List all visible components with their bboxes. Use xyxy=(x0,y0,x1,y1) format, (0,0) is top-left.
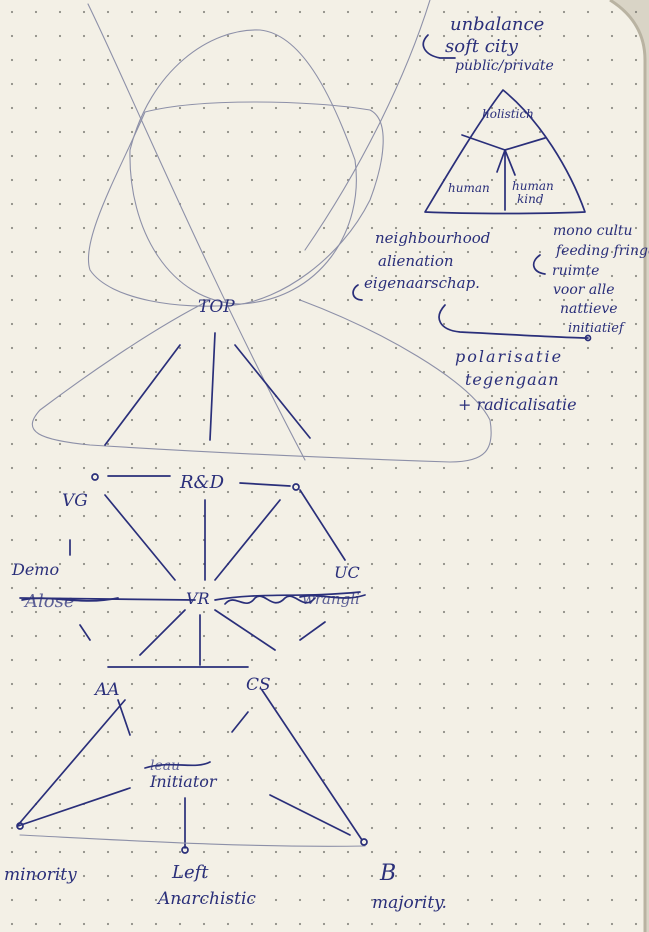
label-scratched-right: wrangli xyxy=(302,590,360,608)
note-polarisatie: polarisatie xyxy=(455,347,563,366)
label-vg: VG xyxy=(62,491,88,511)
note-radicalisatie: + radicalisatie xyxy=(458,395,577,414)
label-initiator: Initiator xyxy=(149,772,218,791)
main-graph-lines xyxy=(17,332,363,849)
note-soft-city: soft city xyxy=(445,36,519,57)
note-mono-cultu: mono cultu xyxy=(553,223,633,239)
note-public-private: public/private xyxy=(455,58,554,74)
label-rd: R&D xyxy=(179,472,225,493)
note-nattieve: nattieve xyxy=(560,301,618,317)
label-demo: Demo xyxy=(11,560,59,579)
triangle-label-humankind-1: human xyxy=(512,179,554,193)
note-initiatief: initiatief xyxy=(568,321,626,336)
label-uc: UC xyxy=(334,563,360,582)
note-tegengaan: tegengaan xyxy=(465,370,560,389)
note-unbalance: unbalance xyxy=(450,14,544,35)
bracket-lower xyxy=(438,304,589,339)
label-aa: AA xyxy=(93,680,120,700)
triangle-label-humankind-2: kind xyxy=(517,192,544,206)
strike-right xyxy=(299,594,366,599)
small-triangle-diagram xyxy=(424,89,586,215)
strike-left xyxy=(21,597,119,602)
label-cs: CS xyxy=(246,675,271,695)
note-voor-alle: voor alle xyxy=(553,282,615,298)
label-left: Left xyxy=(171,862,209,883)
bracket-middle xyxy=(352,284,363,301)
note-eigenaarschap: eigenaarschap. xyxy=(364,274,480,292)
label-b: B xyxy=(379,861,396,886)
bracket-top-right xyxy=(422,34,456,59)
pencil-large-cone xyxy=(31,299,492,463)
note-alienation: alienation xyxy=(378,252,454,270)
label-minority: minority xyxy=(4,865,77,885)
pencil-upper-loop xyxy=(129,29,357,305)
note-ruimte: ruimte xyxy=(552,263,599,279)
page-edge xyxy=(609,0,647,932)
label-anarchistic: Anarchistic xyxy=(156,889,256,909)
note-neighbourhood: neighbourhood xyxy=(375,229,490,247)
label-vr: VR xyxy=(186,589,210,608)
label-majority: majority. xyxy=(372,893,447,913)
note-feeding-fringe: feeding fringe xyxy=(555,243,649,259)
triangle-label-human: human xyxy=(448,181,490,195)
label-scratched-small: leau xyxy=(150,758,180,774)
label-scratched-left: Alose xyxy=(23,591,74,612)
graph-node-dots xyxy=(16,334,592,854)
label-top: TOP xyxy=(198,297,235,317)
bracket-right xyxy=(532,254,546,275)
pencil-outer-curve-right xyxy=(304,0,431,251)
pencil-rounded-triangle xyxy=(88,101,384,307)
triangle-label-holistic: holistich xyxy=(482,107,534,121)
